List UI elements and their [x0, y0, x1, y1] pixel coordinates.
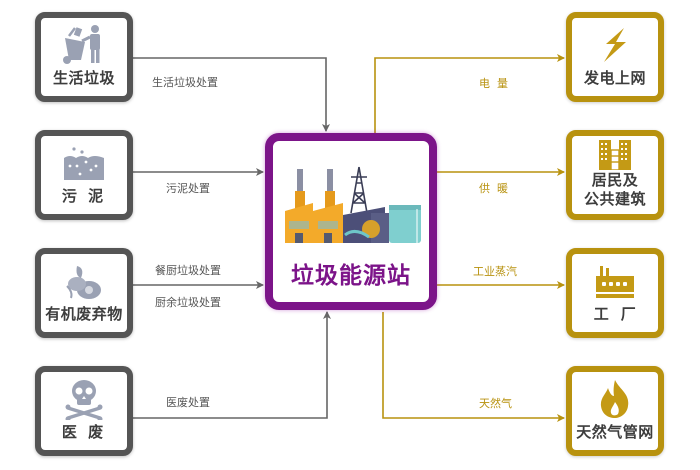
factory-icon [594, 266, 636, 302]
center-energy-station[interactable]: 垃圾能源站 [265, 133, 437, 310]
source-organic-waste[interactable]: 有机废弃物 [35, 248, 133, 338]
skull-crossbones-icon [64, 378, 104, 424]
edge-electricity [374, 54, 565, 133]
sludge-icon [62, 146, 106, 186]
edge-label-food-waste: 厨余垃圾处置 [155, 296, 221, 309]
target-residential-public-buildings[interactable]: 居民及 公共建筑 [566, 130, 664, 220]
source-label: 生活垃圾 [52, 69, 115, 87]
target-factory[interactable]: 工 厂 [566, 248, 664, 338]
target-grid-power[interactable]: 发电上网 [566, 12, 664, 102]
edge-domestic-waste [133, 57, 330, 132]
target-label: 发电上网 [583, 69, 646, 87]
buildings-icon [598, 140, 632, 174]
source-sludge[interactable]: 污 泥 [35, 130, 133, 220]
edge-label-medical-waste: 医废处置 [166, 396, 210, 409]
edge-label-kitchen-waste: 餐厨垃圾处置 [155, 264, 221, 277]
organic-waste-icon [63, 262, 105, 306]
lightning-icon [600, 28, 630, 66]
source-domestic-waste[interactable]: 生活垃圾 [35, 12, 133, 102]
edge-medical-waste [133, 311, 331, 419]
edge-label-electricity: 电 量 [479, 77, 508, 90]
target-label: 天然气管网 [576, 423, 654, 441]
target-natural-gas-network[interactable]: 天然气管网 [566, 366, 664, 456]
source-medical-waste[interactable]: 医 废 [35, 366, 133, 456]
edge-label-sludge: 污泥处置 [166, 182, 210, 195]
edge-label-natural-gas: 天然气 [479, 397, 512, 410]
center-title: 垃圾能源站 [291, 263, 411, 289]
target-label: 居民及 公共建筑 [583, 171, 646, 208]
edge-natural-gas [382, 312, 565, 422]
flame-icon [598, 380, 632, 422]
target-label: 工 厂 [593, 305, 637, 323]
edge-label-domestic-waste: 生活垃圾处置 [152, 76, 218, 89]
source-label: 有机废弃物 [45, 305, 123, 323]
source-label: 污 泥 [61, 187, 107, 205]
edge-label-heating: 供 暖 [479, 182, 508, 195]
edge-label-steam: 工业蒸汽 [473, 265, 517, 278]
trash-disposal-icon [61, 24, 107, 70]
factory-power-plant-icon [285, 163, 425, 249]
source-label: 医 废 [61, 423, 107, 441]
